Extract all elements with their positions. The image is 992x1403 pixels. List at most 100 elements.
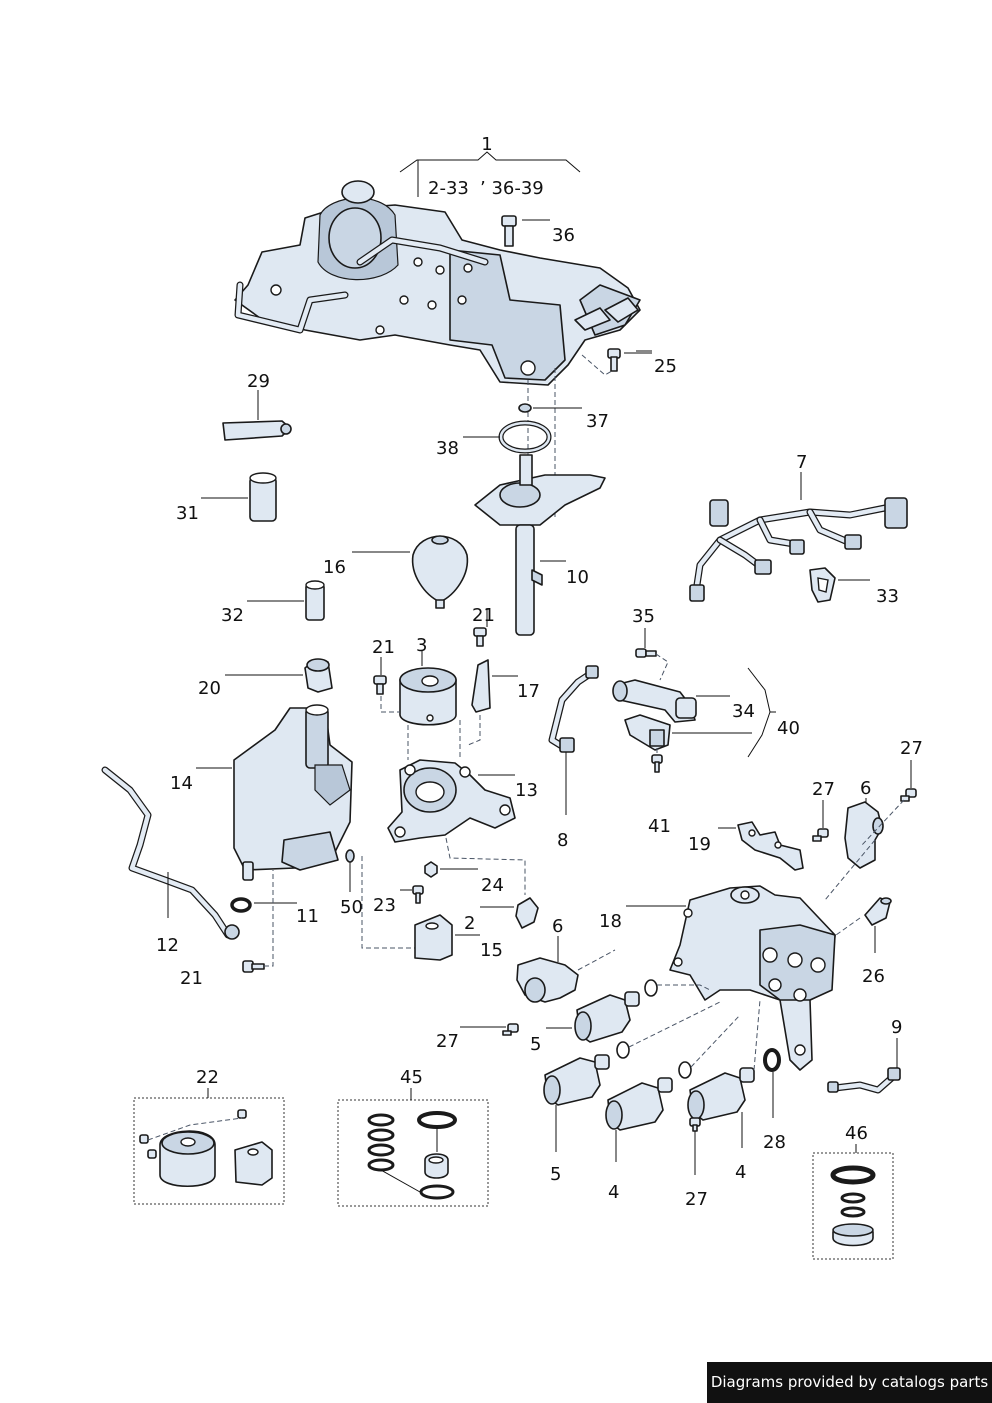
label-27-d: 27 [685, 1189, 708, 1210]
label-4-b: 4 [735, 1162, 746, 1183]
label-27-a: 27 [900, 738, 923, 759]
label-14: 14 [170, 773, 193, 794]
part-41-bolt[interactable] [651, 754, 663, 773]
label-15: 15 [480, 940, 503, 961]
label-4-a: 4 [608, 1182, 619, 1203]
part-28-o-ring[interactable] [763, 1048, 781, 1072]
part-11-clamp[interactable] [230, 897, 252, 913]
part-2-fitting[interactable] [515, 897, 539, 929]
part-35-bolt[interactable] [635, 648, 657, 658]
label-50: 50 [340, 897, 363, 918]
label-21-b: 21 [472, 605, 495, 626]
label-20: 20 [198, 678, 221, 699]
part-5-solenoid-valve-a[interactable] [574, 979, 658, 1043]
label-28: 28 [763, 1132, 786, 1153]
label-38: 38 [436, 438, 459, 459]
label-10: 10 [566, 567, 589, 588]
part-3-pump-motor[interactable] [399, 667, 457, 726]
part-9-cable[interactable] [827, 1067, 901, 1094]
label-21-c: 21 [180, 968, 203, 989]
footer-credit-badge: Diagrams provided by catalogs parts [707, 1362, 992, 1403]
part-13-bracket[interactable] [387, 759, 516, 843]
label-32: 32 [221, 605, 244, 626]
part-4-solenoid-valve-b[interactable] [687, 1067, 755, 1121]
label-21-a: 21 [372, 637, 395, 658]
label-6-a: 6 [860, 778, 871, 799]
part-32-sleeve[interactable] [305, 580, 325, 621]
part-7-wiring-harness[interactable] [689, 497, 908, 602]
label-16: 16 [323, 557, 346, 578]
label-29: 29 [247, 371, 270, 392]
part-8-pipe[interactable] [548, 665, 599, 753]
label-31: 31 [176, 503, 199, 524]
part-24-nut[interactable] [424, 861, 438, 878]
part-50-o-ring[interactable] [345, 849, 355, 863]
part-37-o-ring-small[interactable] [518, 403, 532, 413]
part-27-bolt-d[interactable] [689, 1117, 701, 1132]
part-16-accumulator[interactable] [411, 535, 469, 609]
part-14-reservoir[interactable] [233, 704, 353, 881]
label-41: 41 [648, 816, 671, 837]
label-1: 1 [481, 134, 492, 155]
label-36-39: ’ 36-39 [480, 178, 544, 199]
part-12-hose[interactable] [101, 766, 240, 940]
group-bracket-40 [747, 667, 776, 758]
part-15-damper[interactable] [414, 914, 453, 961]
part-31-sleeve[interactable] [249, 472, 277, 522]
part-18-valve-housing[interactable] [669, 885, 836, 1071]
callout-labels: 1 2-33 ’ 36-39 36 25 29 37 38 31 7 10 16… [156, 134, 923, 1210]
part-17-bracket[interactable] [471, 659, 491, 713]
part-5-solenoid-valve-b[interactable] [543, 1041, 630, 1106]
part-1-valve-body[interactable] [234, 180, 641, 386]
label-17: 17 [517, 681, 540, 702]
label-33: 33 [876, 586, 899, 607]
label-19: 19 [688, 834, 711, 855]
label-5-b: 5 [550, 1164, 561, 1185]
label-3: 3 [416, 635, 427, 656]
label-6-b: 6 [552, 916, 563, 937]
label-2-33: 2-33 [428, 178, 469, 199]
part-21-bolt-b[interactable] [473, 627, 487, 647]
part-27-bolt-c[interactable] [502, 1023, 519, 1036]
part-6-sensor-a[interactable] [844, 801, 884, 869]
label-40: 40 [777, 718, 800, 739]
part-27-bolt-a[interactable] [812, 828, 829, 842]
footer-credit-text: Diagrams provided by catalogs parts [710, 1373, 989, 1391]
label-12: 12 [156, 935, 179, 956]
part-21-bolt-c[interactable] [242, 960, 265, 973]
part-34-cylinder[interactable] [612, 679, 697, 723]
part-36-bolt[interactable] [501, 215, 517, 247]
label-2: 2 [464, 913, 475, 934]
label-46: 46 [845, 1123, 868, 1144]
part-33-clip[interactable] [809, 567, 836, 603]
label-24: 24 [481, 875, 504, 896]
label-25: 25 [654, 356, 677, 377]
part-10-housing[interactable] [474, 454, 606, 636]
label-23: 23 [373, 895, 396, 916]
label-37: 37 [586, 411, 609, 432]
label-27-b: 27 [812, 779, 835, 800]
kit-45-box[interactable] [337, 1099, 489, 1207]
part-20-cap[interactable] [304, 658, 333, 693]
part-4-solenoid-valve-a[interactable] [605, 1061, 692, 1131]
kit-46-box[interactable] [812, 1152, 894, 1260]
label-18: 18 [599, 911, 622, 932]
group-bracket-1 [399, 151, 581, 197]
label-45: 45 [400, 1067, 423, 1088]
part-40-sensor[interactable] [624, 714, 671, 751]
part-19-bracket[interactable] [737, 821, 804, 871]
part-26-sensor[interactable] [864, 897, 892, 926]
part-6-sensor-b[interactable] [516, 957, 579, 1003]
kit-22-box[interactable] [133, 1097, 285, 1205]
part-21-bolt-a[interactable] [373, 675, 387, 695]
label-5-a: 5 [530, 1034, 541, 1055]
part-27-bolt-b[interactable] [900, 788, 917, 802]
part-38-o-ring[interactable] [498, 420, 552, 454]
part-23-bolt[interactable] [412, 885, 424, 904]
label-9: 9 [891, 1017, 902, 1038]
label-7: 7 [796, 452, 807, 473]
label-13: 13 [515, 780, 538, 801]
part-25-bolt[interactable] [607, 348, 621, 372]
part-29-tool[interactable] [222, 420, 292, 441]
label-11: 11 [296, 906, 319, 927]
